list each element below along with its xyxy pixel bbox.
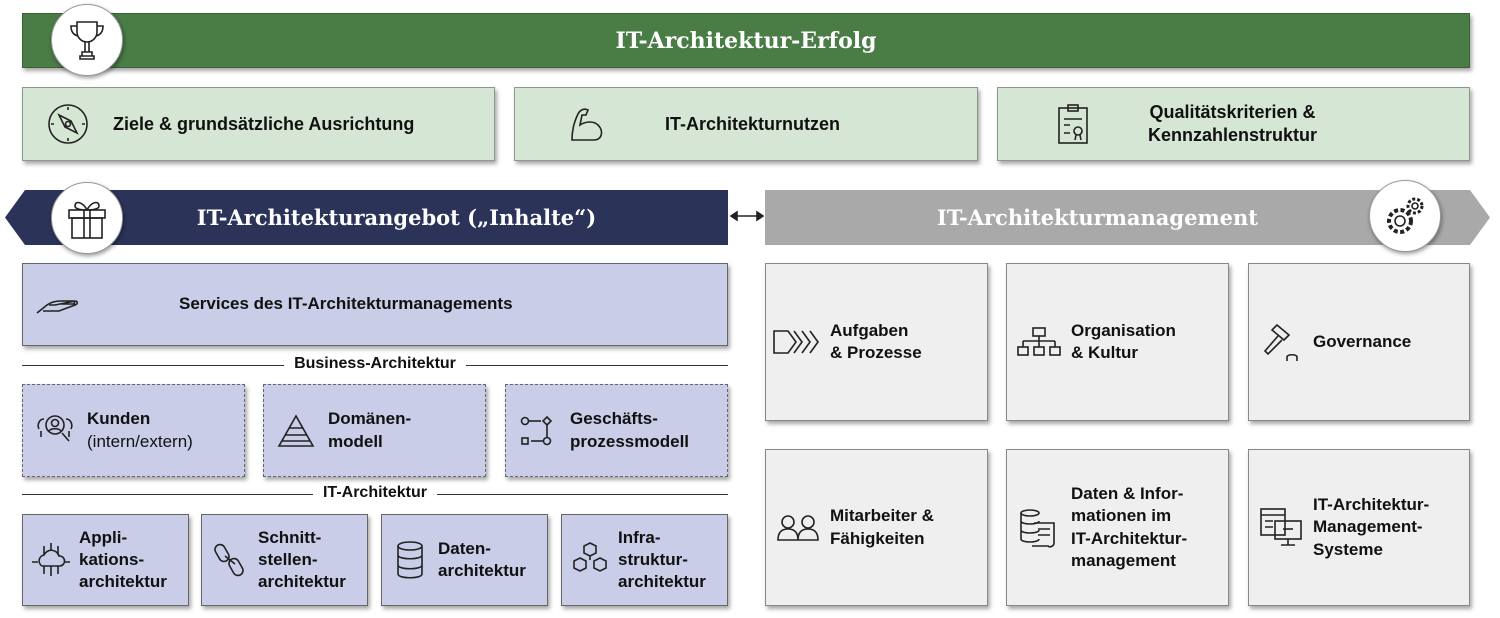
data-label-1: Daten-: [438, 538, 491, 558]
success-banner: IT-Architektur-Erfolg: [22, 13, 1470, 68]
offer-title: IT-Architekturangebot („Inhalte“): [196, 205, 597, 230]
data-architecture-box: Daten-architektur: [381, 514, 548, 606]
bidirectional-arrow-icon: [729, 210, 765, 222]
infra-label-2: struktur-: [618, 549, 688, 569]
benefit-box: IT-Architekturnutzen: [514, 87, 978, 161]
offer-banner: IT-Architekturangebot („Inhalte“): [5, 190, 728, 245]
interface-label-1: Schnitt-: [258, 527, 322, 547]
tasks-label-2: & Prozesse: [830, 343, 922, 362]
customers-label-2: (intern/extern): [87, 431, 193, 451]
services-label: Services des IT-Architekturmanagements: [179, 294, 513, 314]
governance-box: Governance: [1248, 263, 1470, 421]
org-chart-icon: [1007, 326, 1071, 358]
domain-label-2: modell: [328, 431, 383, 451]
app-label-2: kations-: [79, 549, 145, 569]
process-label-2: prozessmodell: [570, 431, 690, 451]
interface-label-2: stellen-: [258, 549, 318, 569]
app-label-1: Appli-: [79, 527, 128, 547]
data-info-label-1: Daten & Infor-: [1071, 484, 1184, 504]
compass-icon: [23, 103, 113, 145]
org-label-2: & Kultur: [1071, 343, 1139, 362]
staff-skills-box: Mitarbeiter &Fähigkeiten: [765, 449, 988, 606]
interface-architecture-box: Schnitt-stellen-architektur: [201, 514, 368, 606]
org-label-1: Organisation: [1071, 320, 1176, 340]
cubes-icon: [562, 541, 618, 579]
system-monitor-icon: [1249, 507, 1313, 549]
chevrons-process-icon: [766, 329, 830, 355]
pyramid-icon: [264, 413, 328, 448]
services-box: Services des IT-Architekturmanagements: [22, 263, 728, 346]
trophy-icon: [51, 4, 123, 76]
people-icon: [766, 514, 830, 542]
quality-label-1: Qualitätskriterien &: [1149, 101, 1316, 122]
data-info-label-3: IT-Architektur-: [1071, 528, 1188, 548]
bicep-icon: [515, 104, 665, 144]
gears-icon: [1369, 180, 1441, 252]
process-label-1: Geschäfts-: [570, 409, 658, 429]
process-flow-icon: [506, 415, 570, 447]
data-label-2: architektur: [438, 561, 526, 580]
clipboard-certificate-icon: [998, 103, 1148, 145]
customer-search-icon: [23, 413, 87, 449]
staff-label-1: Mitarbeiter &: [830, 506, 934, 526]
business-architecture-label: Business-Architektur: [284, 355, 466, 372]
success-title: IT-Architektur-Erfolg: [615, 27, 877, 54]
database-icon: [382, 541, 438, 579]
tasks-label-1: Aufgaben: [830, 320, 909, 340]
gift-icon: [51, 182, 123, 254]
goals-box: Ziele & grundsätzliche Ausrichtung: [22, 87, 495, 161]
business-process-box: Geschäfts-prozessmodell: [505, 384, 728, 477]
management-systems-box: IT-Architektur-Management-Systeme: [1248, 449, 1470, 606]
customers-box: Kunden(intern/extern): [22, 384, 245, 477]
app-label-3: architektur: [79, 572, 167, 592]
systems-label-2: Management-: [1313, 517, 1423, 537]
infra-label-3: architektur: [618, 572, 706, 592]
goals-label: Ziele & grundsätzliche Ausrichtung: [113, 113, 415, 134]
cloud-network-icon: [23, 540, 79, 580]
infrastructure-architecture-box: Infra-struktur-architektur: [561, 514, 728, 606]
domain-label-1: Domänen-: [328, 409, 412, 429]
gavel-icon: [1249, 321, 1313, 363]
it-architecture-label: IT-Architektur: [312, 484, 437, 501]
open-hand-icon: [23, 293, 93, 317]
systems-label-3: Systeme: [1313, 539, 1383, 559]
customers-label-1: Kunden: [87, 409, 151, 429]
staff-label-2: Fähigkeiten: [830, 528, 925, 548]
systems-label-1: IT-Architektur-: [1313, 495, 1430, 515]
governance-label: Governance: [1313, 331, 1412, 351]
quality-box: Qualitätskriterien & Kennzahlenstruktur: [997, 87, 1470, 161]
management-title: IT-Architekturmanagement: [936, 205, 1259, 230]
infra-label-1: Infra-: [618, 527, 661, 547]
data-scroll-icon: [1007, 507, 1071, 549]
data-info-label-2: mationen im: [1071, 506, 1172, 526]
domain-model-box: Domänen-modell: [263, 384, 486, 477]
tasks-processes-box: Aufgaben & Prozesse: [765, 263, 988, 421]
organisation-culture-box: Organisation & Kultur: [1006, 263, 1229, 421]
interface-label-3: architektur: [258, 572, 346, 592]
data-info-label-4: management: [1071, 550, 1176, 570]
application-architecture-box: Appli-kations-architektur: [22, 514, 189, 606]
quality-label-2: Kennzahlenstruktur: [1148, 125, 1318, 145]
benefit-label: IT-Architekturnutzen: [665, 113, 841, 134]
chain-link-icon: [202, 542, 258, 578]
